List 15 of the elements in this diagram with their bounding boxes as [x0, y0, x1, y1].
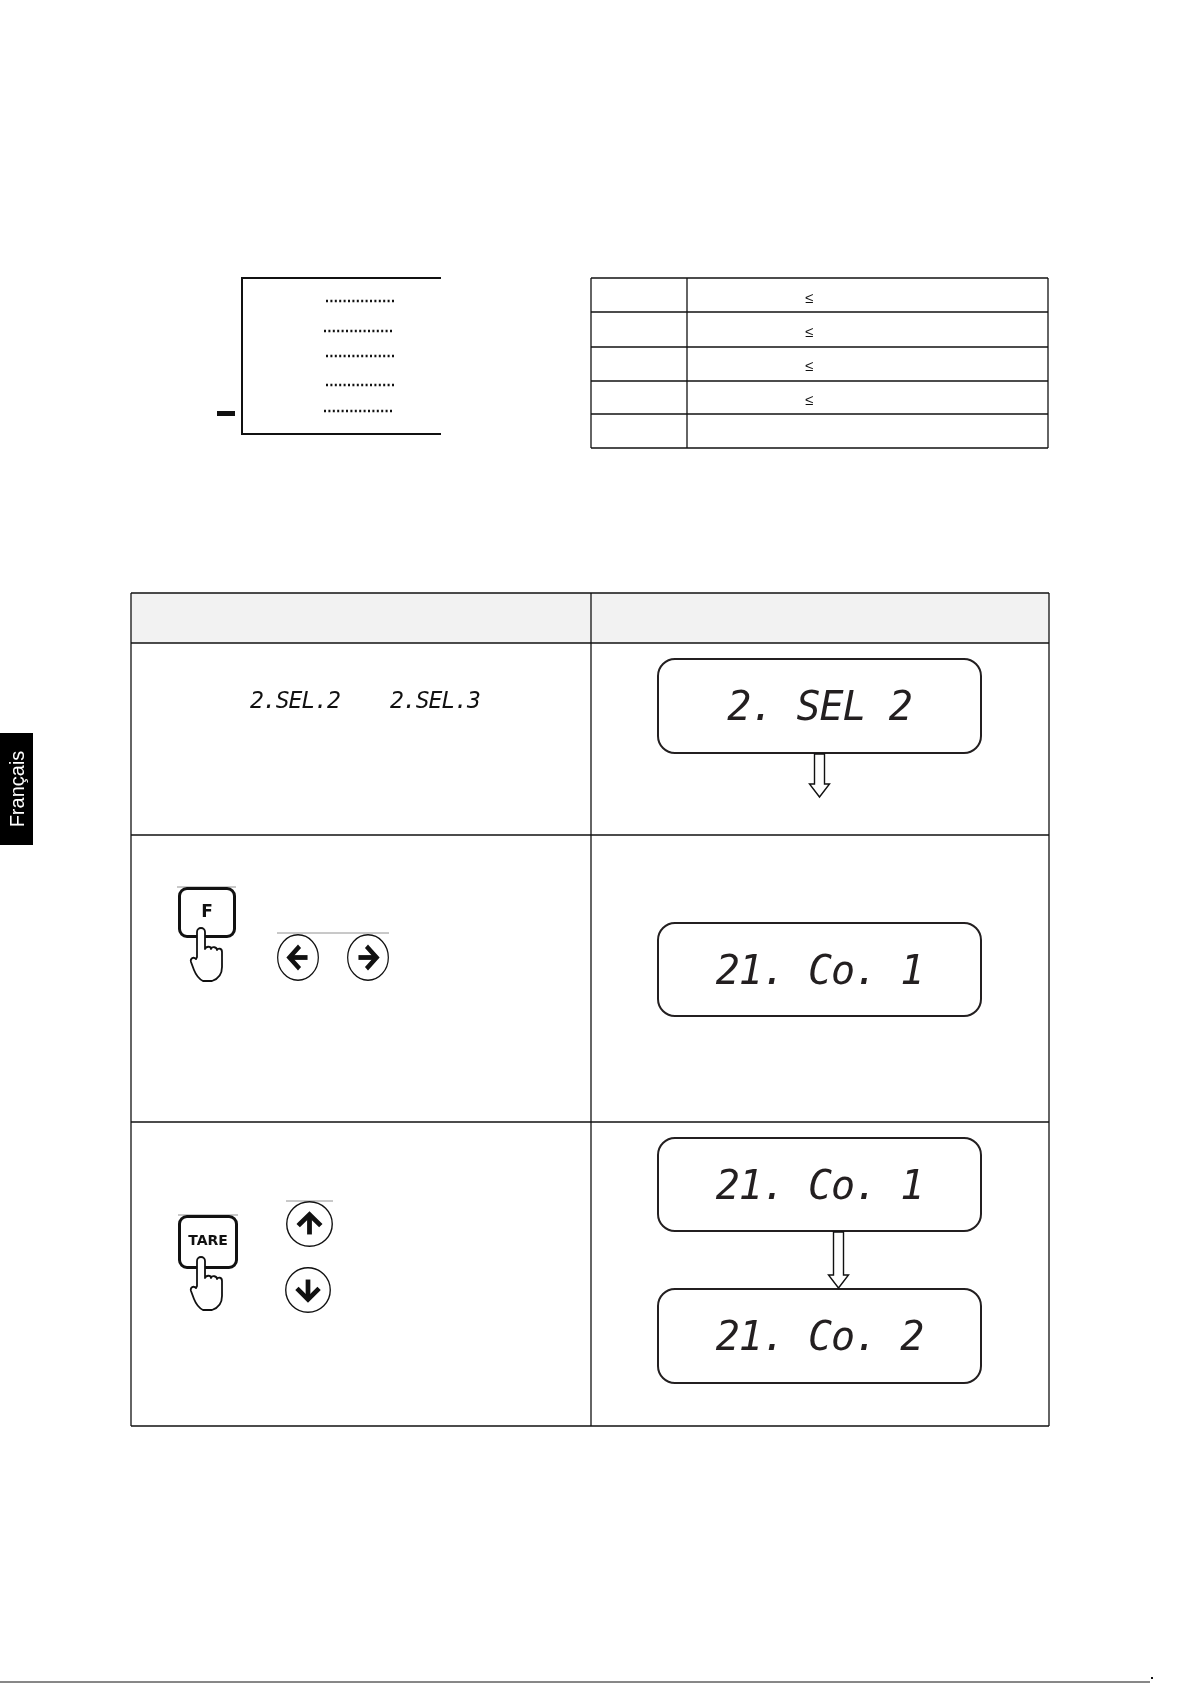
lcd-display: 21. Co. 1: [657, 922, 982, 1017]
lcd-display: 21. Co. 2: [657, 1288, 982, 1384]
symbol-text: ≤: [805, 323, 814, 340]
key: TARE: [178, 1215, 238, 1269]
display-code-text: 2.SEL.2: [250, 688, 340, 712]
display-code-text: 2.SEL.3: [390, 688, 480, 712]
arrow: [827, 1231, 850, 1290]
tab-label: Français: [5, 750, 28, 828]
lcd-display: 21. Co. 1: [657, 1137, 982, 1232]
arrow: [808, 753, 831, 799]
lcd-display: 2. SEL 2: [657, 658, 982, 754]
symbol-text: ≤: [805, 391, 814, 408]
symbol-text: ≤: [805, 289, 814, 306]
symbol-text: ≤: [805, 357, 814, 374]
key: F: [178, 887, 236, 938]
